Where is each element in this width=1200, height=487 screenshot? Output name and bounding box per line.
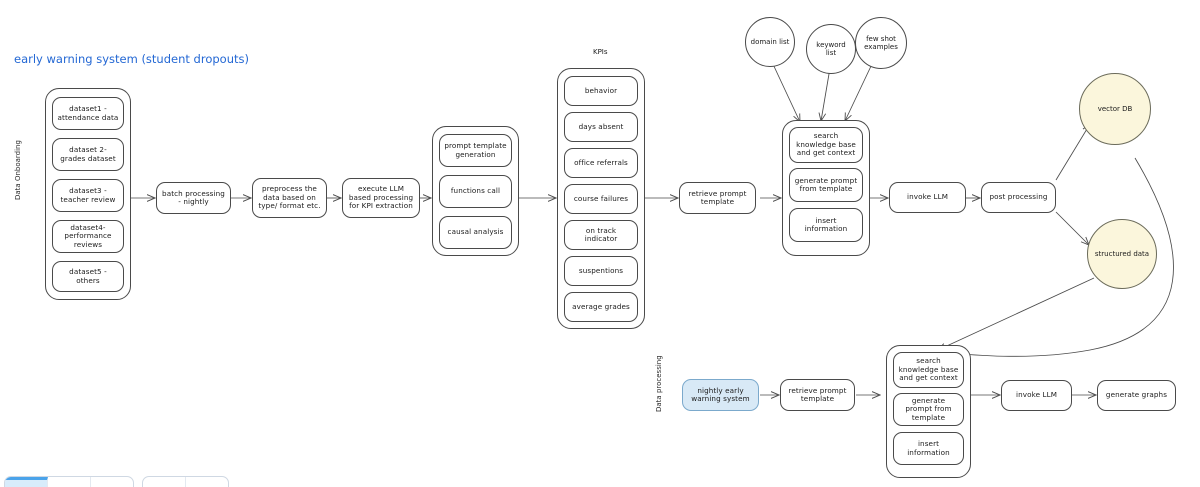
- lane-label-data-onboarding: Data Onboarding: [14, 140, 22, 200]
- generate-graphs-node[interactable]: generate graphs: [1097, 380, 1176, 411]
- dataset-item-1[interactable]: dataset1 - attendance data: [52, 97, 124, 130]
- store-structured-data[interactable]: structured data: [1087, 219, 1157, 289]
- rag-top-search-knowledge-base[interactable]: search knowledge base and get context: [789, 127, 863, 163]
- rag-bottom-search-knowledge-base[interactable]: search knowledge base and get context: [893, 352, 964, 388]
- batch-processing-node[interactable]: batch processing - nightly: [156, 182, 231, 214]
- retrieve-prompt-template-node-bottom[interactable]: retrieve prompt template: [780, 379, 855, 411]
- llm-op-functions-call[interactable]: functions call: [439, 175, 512, 208]
- rag-bottom-insert-information[interactable]: insert information: [893, 432, 964, 465]
- kpi-item-behavior[interactable]: behavior: [564, 76, 638, 106]
- invoke-llm-node-bottom[interactable]: invoke LLM: [1001, 380, 1072, 411]
- dataset-item-3[interactable]: dataset3 - teacher review: [52, 179, 124, 212]
- toolbar-button-select[interactable]: [5, 477, 48, 487]
- dataset-item-4[interactable]: dataset4- performance reviews: [52, 220, 124, 253]
- llm-op-causal-analysis[interactable]: causal analysis: [439, 216, 512, 249]
- toolbar-group-1[interactable]: [4, 476, 134, 487]
- store-vector-db[interactable]: vector DB: [1079, 73, 1151, 145]
- toolbar-button-pan[interactable]: [48, 477, 91, 487]
- retrieve-prompt-template-node-top[interactable]: retrieve prompt template: [679, 182, 756, 214]
- page-title: early warning system (student dropouts): [14, 52, 249, 66]
- toolbar-button-shape[interactable]: [91, 477, 133, 487]
- post-processing-node[interactable]: post processing: [981, 182, 1056, 213]
- llm-op-prompt-template-generation[interactable]: prompt template generation: [439, 134, 512, 167]
- input-few-shot-examples[interactable]: few shot examples: [855, 17, 907, 69]
- toolbar-button-connector[interactable]: [143, 477, 186, 487]
- lane-label-data-processing: Data processing: [655, 355, 663, 412]
- rag-top-insert-information[interactable]: insert information: [789, 208, 863, 242]
- rag-bottom-generate-prompt[interactable]: generate prompt from template: [893, 393, 964, 426]
- toolbar-group-2[interactable]: [142, 476, 229, 487]
- bottom-toolbar[interactable]: [4, 476, 229, 487]
- kpi-item-average-grades[interactable]: average grades: [564, 292, 638, 322]
- toolbar-button-text[interactable]: [186, 477, 228, 487]
- nightly-early-warning-system-node[interactable]: nightly early warning system: [682, 379, 759, 411]
- dataset-item-5[interactable]: dataset5 - others: [52, 261, 124, 292]
- kpi-item-suspentions[interactable]: suspentions: [564, 256, 638, 286]
- kpi-item-on-track-indicator[interactable]: on track indicator: [564, 220, 638, 250]
- execute-llm-processing-node[interactable]: execute LLM based processing for KPI ext…: [342, 178, 420, 218]
- kpi-item-office-referrals[interactable]: office referrals: [564, 148, 638, 178]
- input-domain-list[interactable]: domain list: [745, 17, 795, 67]
- preprocess-data-node[interactable]: preprocess the data based on type/ forma…: [252, 178, 327, 218]
- dataset-item-2[interactable]: dataset 2- grades dataset: [52, 138, 124, 171]
- rag-top-generate-prompt[interactable]: generate prompt from template: [789, 168, 863, 202]
- input-keyword-list[interactable]: keyword list: [806, 24, 856, 74]
- kpi-item-days-absent[interactable]: days absent: [564, 112, 638, 142]
- invoke-llm-node-top[interactable]: invoke LLM: [889, 182, 966, 213]
- kpi-item-course-failures[interactable]: course failures: [564, 184, 638, 214]
- kpis-caption: KPIs: [593, 48, 608, 56]
